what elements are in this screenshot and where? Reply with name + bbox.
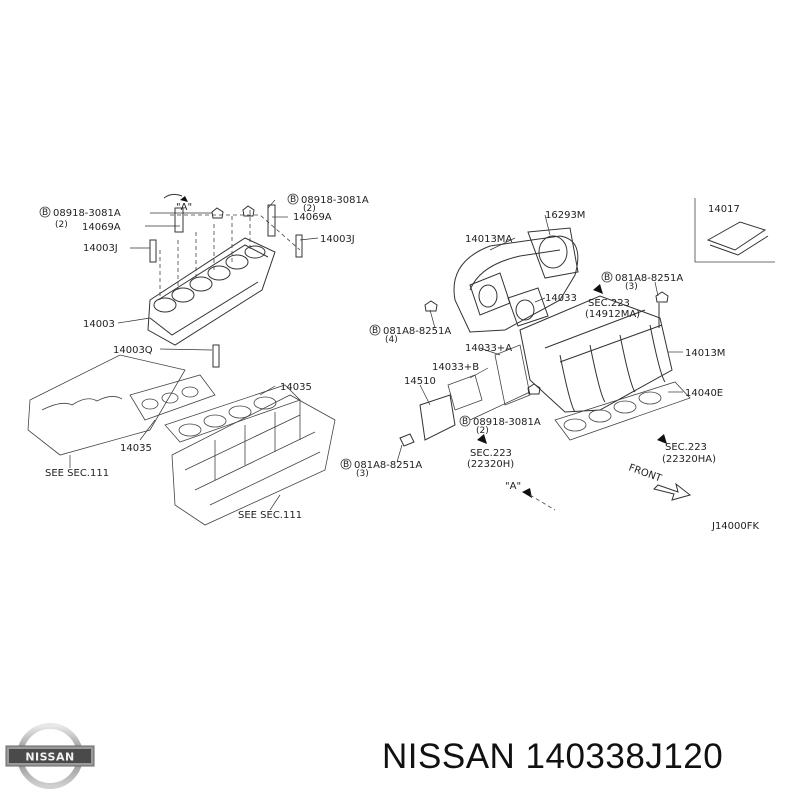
label-14003: 14003 [83, 319, 115, 330]
svg-text:B: B [42, 208, 48, 218]
label-16293m: 16293M [545, 210, 585, 221]
upper-collector-drawing [147, 193, 303, 368]
logo-wordmark: NISSAN [25, 751, 74, 764]
label-14510: 14510 [404, 376, 436, 387]
svg-text:B: B [343, 460, 349, 470]
label-qty-2-mid: (2) [476, 426, 489, 436]
svg-text:B: B [604, 273, 610, 283]
label-081a8-8251a-mid: 081A8-8251A [383, 326, 451, 337]
leader-lines [69, 199, 683, 511]
intake-manifold-drawing [399, 227, 691, 447]
label-14033b: 14033+B [432, 362, 479, 373]
left-head-drawing [27, 354, 336, 526]
label-ref-22320ha: (22320HA) [662, 454, 716, 465]
label-sec223-22320ha: SEC.223 [665, 442, 707, 453]
label-14035-top: 14035 [280, 382, 312, 393]
label-ref-22320h: (22320H) [467, 459, 514, 470]
label-see-sec111-left: SEE SEC.111 [45, 468, 109, 479]
label-08918-3081a-top-right: 08918-3081A [301, 195, 369, 206]
label-08918-3081a-top-left: 08918-3081A [53, 208, 121, 219]
label-qty-3-right: (3) [625, 282, 638, 292]
label-14003j-left: 14003J [83, 243, 118, 254]
label-14003q: 14003Q [113, 345, 153, 356]
label-14069a-right: 14069A [293, 212, 332, 223]
label-14013m: 14013M [685, 348, 725, 359]
label-14035-left: 14035 [120, 443, 152, 454]
label-see-sec111-right: SEE SEC.111 [238, 510, 302, 521]
label-14069a-left: 14069A [82, 222, 121, 233]
label-front: FRONT [627, 462, 664, 484]
label-a-marker-bottom: "A" [505, 481, 521, 492]
label-diagram-code: J14000FK [711, 521, 760, 532]
direction-arrows [180, 196, 692, 501]
svg-text:B: B [372, 326, 378, 336]
label-sec223-22320h: SEC.223 [470, 448, 512, 459]
label-qty-3-low: (3) [356, 469, 369, 479]
svg-text:B: B [290, 195, 296, 205]
svg-text:B: B [462, 417, 468, 427]
label-081a8-8251a-low: 081A8-8251A [354, 460, 422, 471]
nissan-logo: NISSAN [5, 723, 95, 789]
label-14033-upper: 14033 [545, 293, 577, 304]
label-14017: 14017 [708, 204, 740, 215]
part-14017-box [694, 198, 775, 263]
label-14040e: 14040E [685, 388, 723, 399]
label-qty-top-right: (2) [303, 204, 316, 214]
label-08918-3081a-mid: 08918-3081A [473, 417, 541, 428]
label-qty-4-mid: (4) [385, 335, 398, 345]
part-number-title: NISSAN 140338J120 [382, 737, 724, 776]
label-qty-top-left: (2) [55, 220, 68, 230]
label-ref-14912ma: (14912MA) [585, 309, 640, 320]
label-14003j-right: 14003J [320, 234, 355, 245]
label-sec223-14912ma: SEC.223 [588, 298, 630, 309]
label-14033a: 14033+A [465, 343, 512, 354]
label-14013ma: 14013MA [465, 234, 512, 245]
label-081a8-8251a-right: 081A8-8251A [615, 273, 683, 284]
part-labels: B 08918-3081A (2) "A" B 08918-3081A (2) … [39, 193, 760, 532]
label-a-marker-top: "A" [176, 202, 192, 213]
